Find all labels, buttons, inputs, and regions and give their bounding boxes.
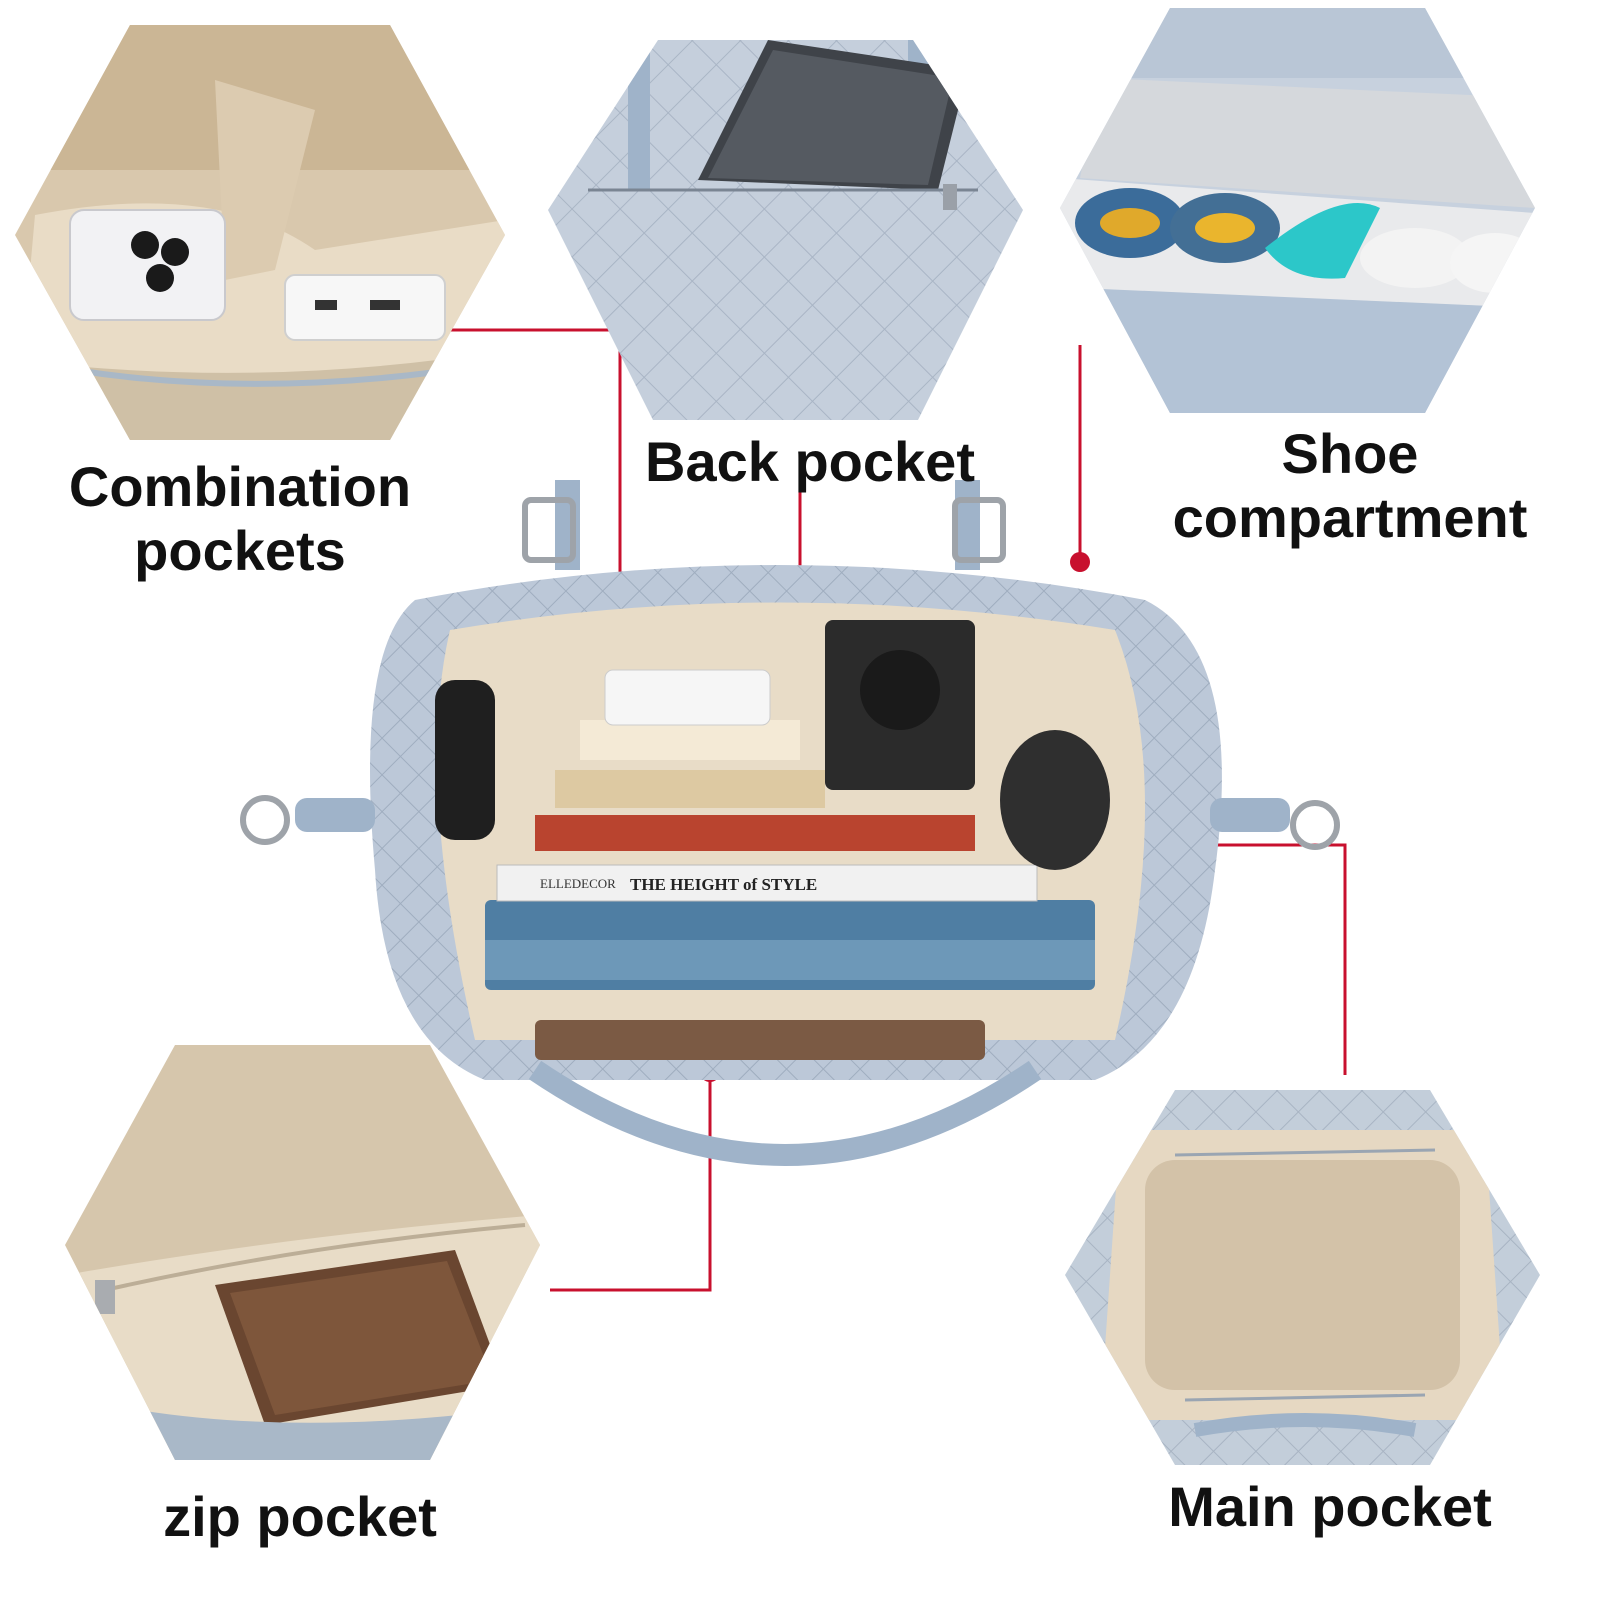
- label-shoe-compartment: Shoe compartment: [1150, 422, 1550, 551]
- main-pocket-photo: [1065, 1090, 1540, 1465]
- bag-photo: ELLEDECOR THE HEIGHT of STYLE: [240, 480, 1340, 1166]
- label-combination-pockets: Combination pockets: [40, 455, 440, 584]
- dot-shoe: [1070, 552, 1090, 572]
- label-shoe-line2: compartment: [1172, 486, 1528, 550]
- book-spine-title: THE HEIGHT of STYLE: [630, 875, 817, 894]
- combination-pockets-photo: [15, 25, 505, 440]
- shoe-compartment-photo: [1060, 8, 1535, 413]
- back-pocket-photo: [548, 40, 1023, 420]
- label-combination-line2: pockets: [134, 519, 346, 583]
- label-main-pocket: Main pocket: [1168, 1475, 1492, 1538]
- book-spine-brand: ELLEDECOR: [540, 876, 616, 891]
- label-shoe-line1: Shoe: [1281, 422, 1419, 485]
- label-back-pocket: Back pocket: [645, 430, 975, 493]
- label-combination-line1: Combination: [68, 455, 412, 518]
- zip-pocket-photo: [65, 1045, 540, 1460]
- label-zip-pocket: zip pocket: [163, 1485, 437, 1548]
